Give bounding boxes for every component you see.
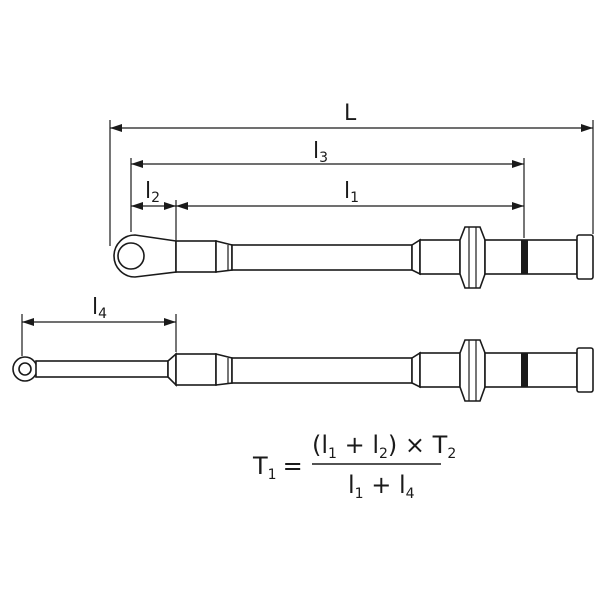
ring-hole-top	[117, 242, 145, 270]
label-L: L	[344, 101, 357, 126]
label-l2: l2	[145, 179, 160, 206]
label-l3: l3	[313, 139, 328, 166]
dimension-L: L	[110, 101, 593, 132]
label-l4: l4	[92, 295, 107, 322]
formula-lhs: T1=	[252, 452, 303, 483]
formula-denominator: l1 + l4	[348, 471, 415, 502]
torque-formula: T1= (l1 + l2) × T2 l1 + l4	[252, 431, 456, 502]
wrench-top	[113, 226, 594, 289]
extension-shaft	[35, 360, 169, 378]
extension-lines	[21, 120, 594, 356]
formula-numerator: (l1 + l2) × T2	[312, 431, 456, 462]
ring-hole-bottom	[18, 362, 32, 376]
dimension-l3: l3	[131, 139, 524, 168]
label-l1: l1	[344, 179, 359, 206]
wrench-bottom	[12, 339, 594, 402]
dimension-l2: l2	[131, 179, 176, 210]
dimension-l1: l1	[176, 179, 524, 210]
dimension-l4: l4	[22, 295, 176, 326]
